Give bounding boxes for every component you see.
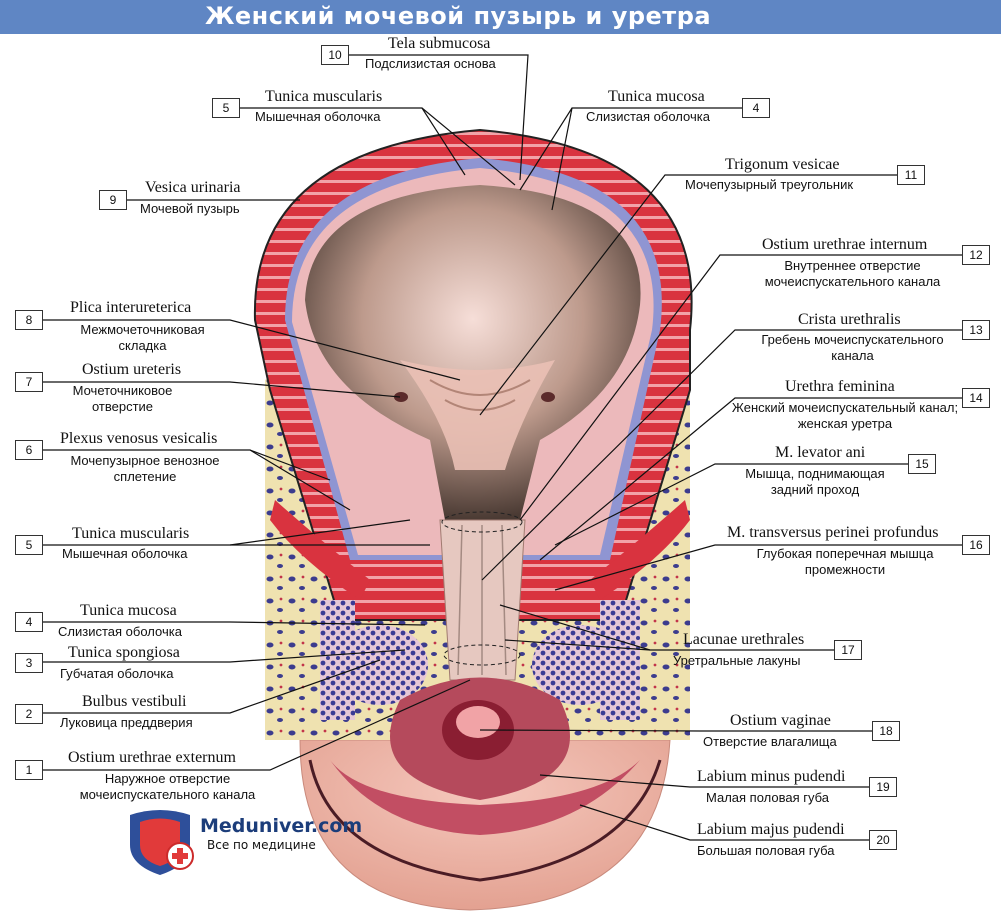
label-russian: Подслизистая основа xyxy=(365,56,496,71)
label-latin: Plexus venosus vesicalis xyxy=(60,430,218,447)
label-number: 6 xyxy=(15,440,43,460)
label-latin: Ostium urethrae externum xyxy=(68,749,236,766)
label-number: 12 xyxy=(962,245,990,265)
label-number: 7 xyxy=(15,372,43,392)
label-russian: Мочепузырное венозное сплетение xyxy=(70,453,220,484)
brand-name[interactable]: Meduniver.com xyxy=(200,815,363,837)
label-russian: Мышечная оболочка xyxy=(62,546,188,561)
label-russian: Гребень мочеиспускательного канала xyxy=(761,332,944,363)
label-russian: Мочевой пузырь xyxy=(140,201,240,216)
label-russian: Большая половая губа xyxy=(697,843,835,858)
label-number: 2 xyxy=(15,704,43,724)
label-number: 8 xyxy=(15,310,43,330)
label-number: 20 xyxy=(869,830,897,850)
label-number: 19 xyxy=(869,777,897,797)
label-number: 9 xyxy=(99,190,127,210)
label-latin: M. levator ani xyxy=(775,444,866,461)
label-number: 13 xyxy=(962,320,990,340)
label-latin: Vesica urinaria xyxy=(145,179,241,196)
label-latin: Urethra feminina xyxy=(785,378,895,395)
brand-tagline: Все по медицине xyxy=(207,838,316,852)
label-russian: Мочеточниковое отверстие xyxy=(72,383,173,414)
label-latin: Tunica mucosa xyxy=(80,602,177,619)
label-latin: M. transversus perinei profundus xyxy=(727,524,939,541)
label-latin: Labium majus pudendi xyxy=(697,821,845,838)
label-russian: Межмочеточниковая складка xyxy=(80,322,205,353)
label-number: 4 xyxy=(15,612,43,632)
label-russian: Малая половая губа xyxy=(706,790,830,805)
label-latin: Ostium urethrae internum xyxy=(762,236,928,253)
label-russian: Губчатая оболочка xyxy=(60,666,174,681)
site-logo xyxy=(130,810,194,875)
label-latin: Tunica mucosa xyxy=(608,88,705,105)
label-russian: Отверстие влагалища xyxy=(703,734,837,749)
label-number: 3 xyxy=(15,653,43,673)
label-latin: Tunica spongiosa xyxy=(68,644,180,661)
label-russian: Внутреннее отверстие мочеиспускательного… xyxy=(764,258,941,289)
label-latin: Ostium ureteris xyxy=(82,361,182,378)
label-latin: Tunica muscularis xyxy=(72,525,190,542)
label-number: 1 xyxy=(15,760,43,780)
label-number: 11 xyxy=(897,165,925,185)
label-number: 10 xyxy=(321,45,349,65)
label-russian: Мышца, поднимающая задний проход xyxy=(745,466,885,497)
label-russian: Глубокая поперечная мышца промежности xyxy=(756,546,934,577)
label-number: 5 xyxy=(15,535,43,555)
label-latin: Crista urethralis xyxy=(798,311,901,328)
label-latin: Tela submucosa xyxy=(388,35,491,52)
label-russian: Мочепузырный треугольник xyxy=(685,177,854,192)
label-russian: Уретральные лакуны xyxy=(673,653,801,668)
label-latin: Bulbus vestibuli xyxy=(82,693,187,710)
page-title: Женский мочевой пузырь и уретра xyxy=(205,2,712,30)
label-latin: Tunica muscularis xyxy=(265,88,383,105)
header-bar: Женский мочевой пузырь и уретра xyxy=(0,0,1001,34)
label-number: 14 xyxy=(962,388,990,408)
label-latin: Trigonum vesicae xyxy=(725,156,840,173)
label-russian: Наружное отверстие мочеиспускательного к… xyxy=(79,771,256,802)
label-latin: Plica interureterica xyxy=(70,299,192,316)
label-number: 5 xyxy=(212,98,240,118)
label-number: 15 xyxy=(908,454,936,474)
label-latin: Lacunae urethrales xyxy=(683,631,805,648)
label-number: 16 xyxy=(962,535,990,555)
label-russian: Слизистая оболочка xyxy=(586,109,710,124)
label-latin: Ostium vaginae xyxy=(730,712,831,729)
label-number: 4 xyxy=(742,98,770,118)
label-number: 18 xyxy=(872,721,900,741)
label-russian: Слизистая оболочка xyxy=(58,624,182,639)
label-number: 17 xyxy=(834,640,862,660)
label-russian: Мышечная оболочка xyxy=(255,109,381,124)
label-russian: Женский мочеиспускательный канал; женска… xyxy=(731,400,959,431)
label-russian: Луковица преддверия xyxy=(60,715,193,730)
label-latin: Labium minus pudendi xyxy=(697,768,846,785)
